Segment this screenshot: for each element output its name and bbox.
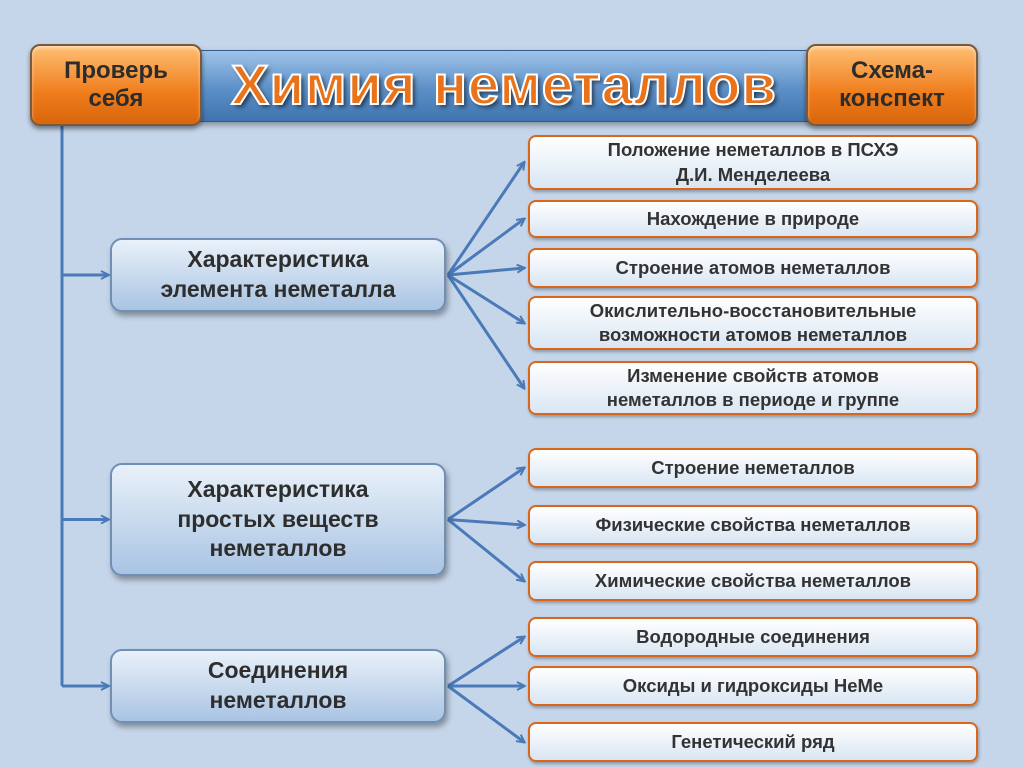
title-banner — [198, 50, 812, 122]
category-element-characteristics: Характеристика элемента неметалла — [110, 238, 446, 312]
page-title: Химия неметаллов — [230, 52, 777, 117]
category-simple-substances: Характеристика простых веществ неметалло… — [110, 463, 446, 576]
category-compounds: Соединения неметаллов — [110, 649, 446, 723]
topic-position-in-periodic-table[interactable]: Положение неметаллов в ПСХЭ Д.И. Менделе… — [528, 135, 978, 190]
topic-arrow — [447, 518, 524, 582]
topic-redox-capabilities[interactable]: Окислительно-восстановительные возможнос… — [528, 296, 978, 350]
topic-structure-of-nonmetals[interactable]: Строение неметаллов — [528, 448, 978, 488]
topic-arrow — [447, 684, 524, 742]
topic-physical-properties[interactable]: Физические свойства неметаллов — [528, 505, 978, 545]
topic-arrow — [446, 274, 524, 388]
topic-occurrence-in-nature[interactable]: Нахождение в природе — [528, 200, 978, 238]
topic-genetic-series[interactable]: Генетический ряд — [528, 722, 978, 762]
topic-arrow — [447, 518, 524, 526]
topic-property-changes[interactable]: Изменение свойств атомов неметаллов в пе… — [528, 361, 978, 415]
topic-arrow — [446, 163, 524, 276]
topic-oxides-hydroxides[interactable]: Оксиды и гидроксиды НеМе — [528, 666, 978, 706]
topic-arrow — [447, 273, 524, 323]
topic-arrow — [447, 637, 524, 688]
topic-chemical-properties[interactable]: Химические свойства неметаллов — [528, 561, 978, 601]
topic-arrow — [447, 468, 524, 521]
topic-hydrogen-compounds[interactable]: Водородные соединения — [528, 617, 978, 657]
summary-scheme-button[interactable]: Схема- конспект — [806, 44, 978, 126]
topic-arrow — [447, 268, 524, 277]
check-yourself-button[interactable]: Проверь себя — [30, 44, 202, 126]
topic-atom-structure[interactable]: Строение атомов неметаллов — [528, 248, 978, 288]
topic-arrow — [447, 219, 524, 277]
